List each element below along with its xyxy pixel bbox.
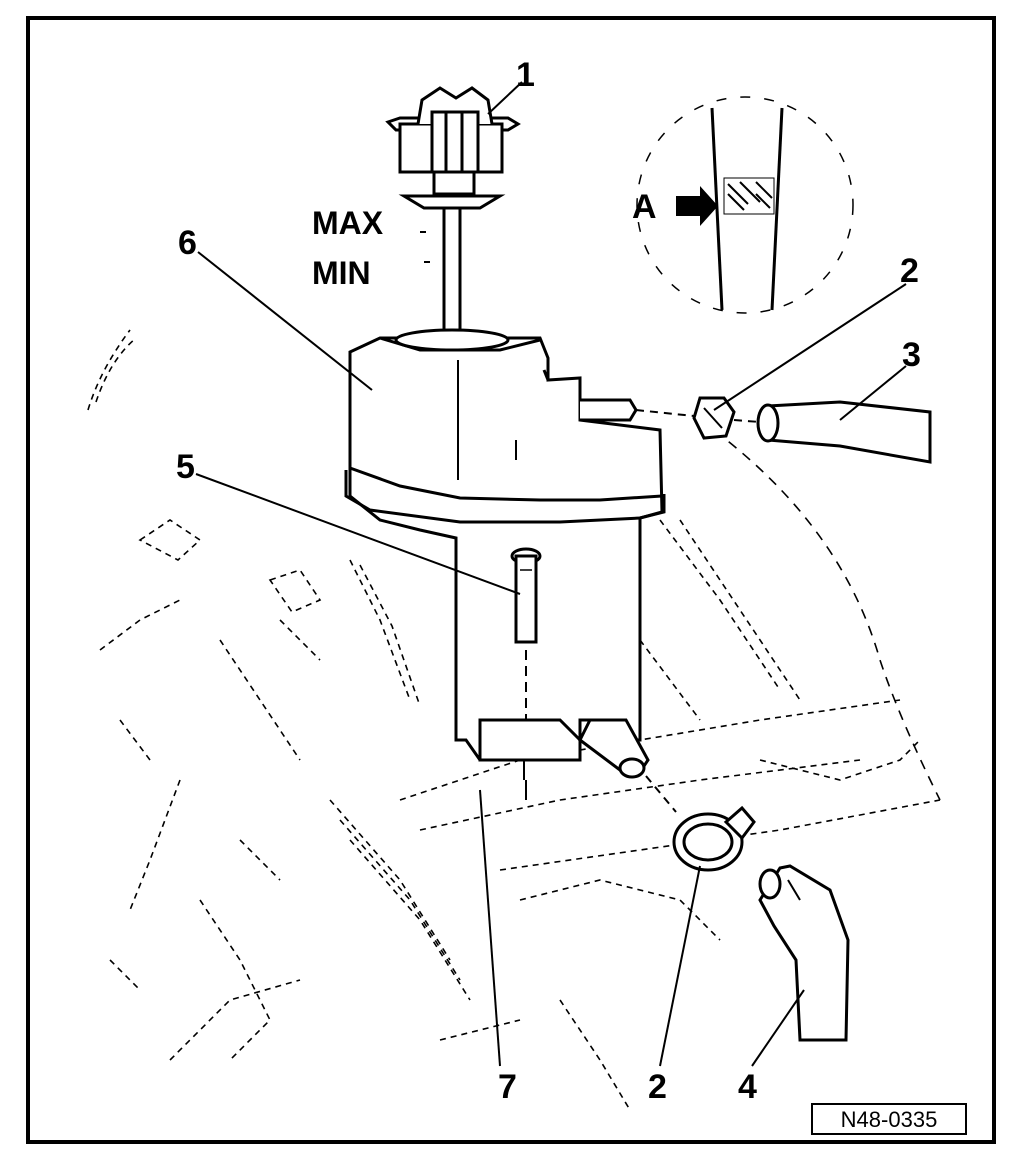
callout-4: 4 [738,1068,757,1106]
level-mark-min: MIN [312,255,371,291]
callout-5: 5 [176,448,195,486]
outlet-stub [578,718,650,779]
level-mark-max: MAX [312,205,384,241]
frame [26,16,996,1144]
lower-hose-assembly [645,775,850,1042]
reservoir-cap [385,86,521,340]
detail-view-a [636,96,854,314]
detail-label-a: A [632,188,657,226]
callout-3: 3 [902,336,921,374]
callout-2-bottom: 2 [648,1068,667,1106]
callout-2-top: 2 [900,252,919,290]
figure-ref: N48-0335 [841,1107,938,1132]
callout-1: 1 [516,56,535,94]
coolant-reservoir [344,328,666,800]
engine-bay-background [87,329,941,1111]
callout-7: 7 [498,1068,517,1106]
figure-ref-box [811,1103,967,1135]
arrow-right-icon [676,186,718,226]
mounting-bolt [510,547,542,720]
callout-6: 6 [178,224,197,262]
upper-hose-assembly [635,396,932,464]
leader-lines [195,81,907,1067]
